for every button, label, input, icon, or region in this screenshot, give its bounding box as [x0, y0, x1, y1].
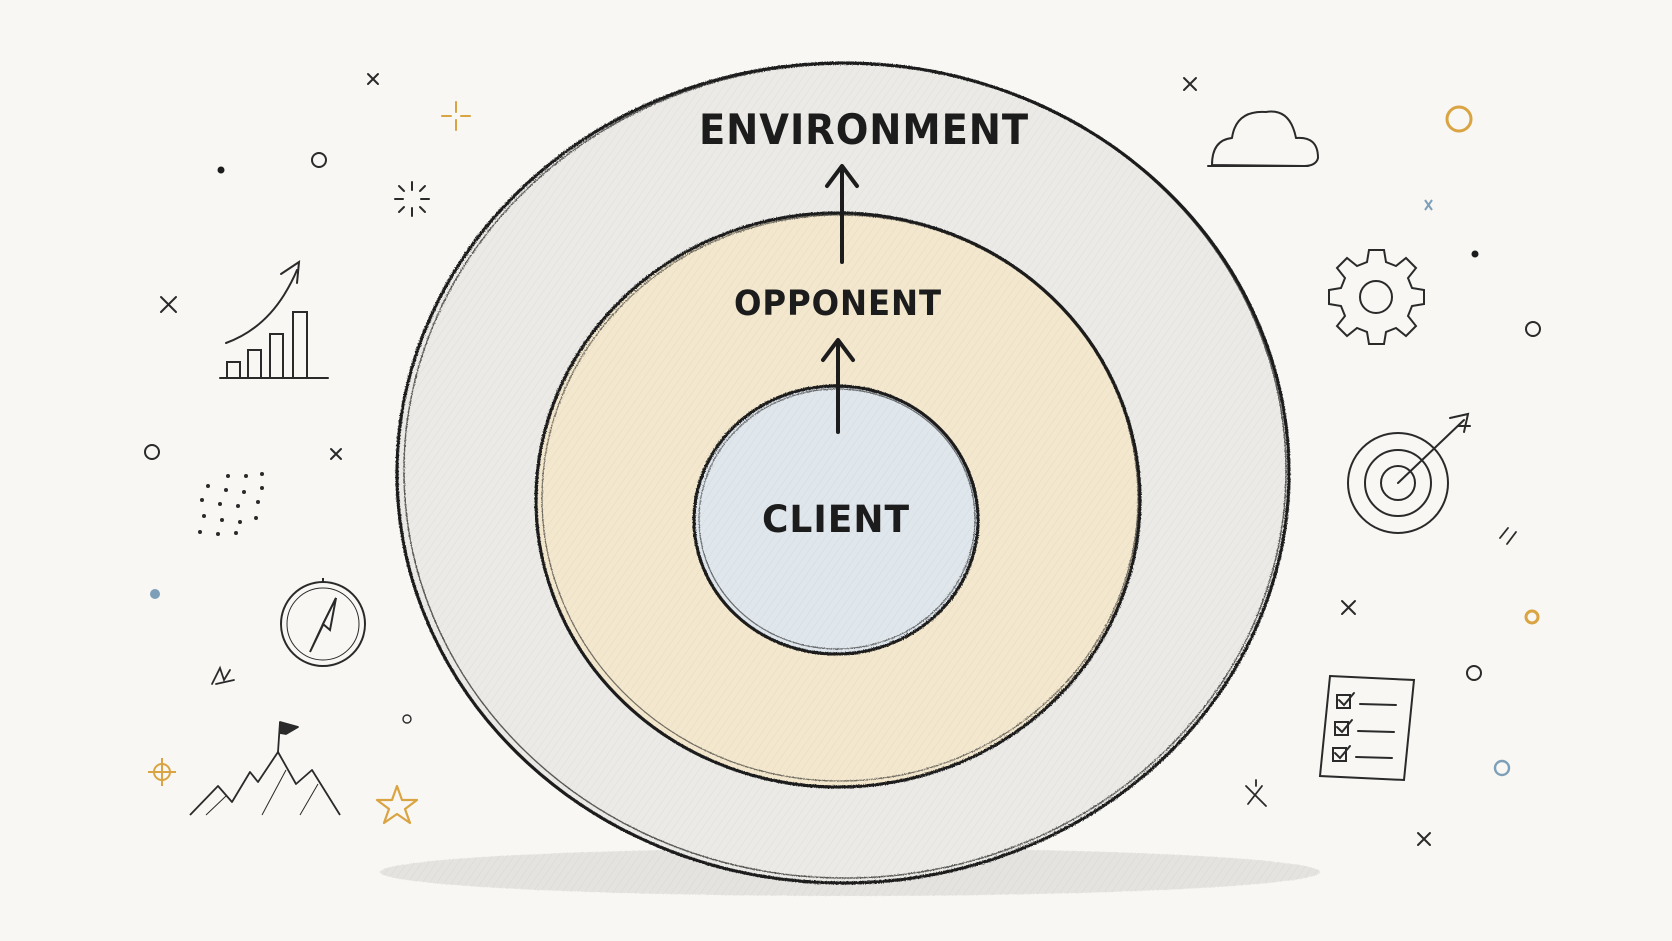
arrow-opponent-to-environment [825, 164, 859, 264]
gold-circle-icon [1445, 105, 1540, 625]
dot-icon [217, 166, 1479, 258]
compass-icon [280, 578, 366, 667]
gear-icon [1328, 249, 1425, 345]
environment-label: ENVIRONMENT [699, 105, 1029, 154]
gold-sparkle-icon [441, 101, 471, 131]
circle-icon [144, 152, 1541, 724]
cloud-icon [1207, 110, 1319, 167]
star-icon [375, 784, 419, 825]
mountain-flag-icon [189, 721, 341, 816]
dot-grid-icon [198, 472, 264, 536]
target-arrow-icon [1347, 412, 1471, 534]
sparkle-icon [394, 181, 430, 217]
bar-chart-icon [219, 260, 329, 379]
checklist-icon [1318, 674, 1416, 782]
gold-crosshair-icon [148, 758, 176, 786]
opponent-label: OPPONENT [734, 284, 942, 324]
doodle-marks [211, 527, 1517, 807]
cross-icon [160, 73, 1431, 846]
client-circle [692, 384, 980, 656]
client-label: CLIENT [762, 498, 910, 541]
arrow-client-to-opponent [821, 338, 855, 434]
blue-accent-icon [150, 199, 1511, 777]
